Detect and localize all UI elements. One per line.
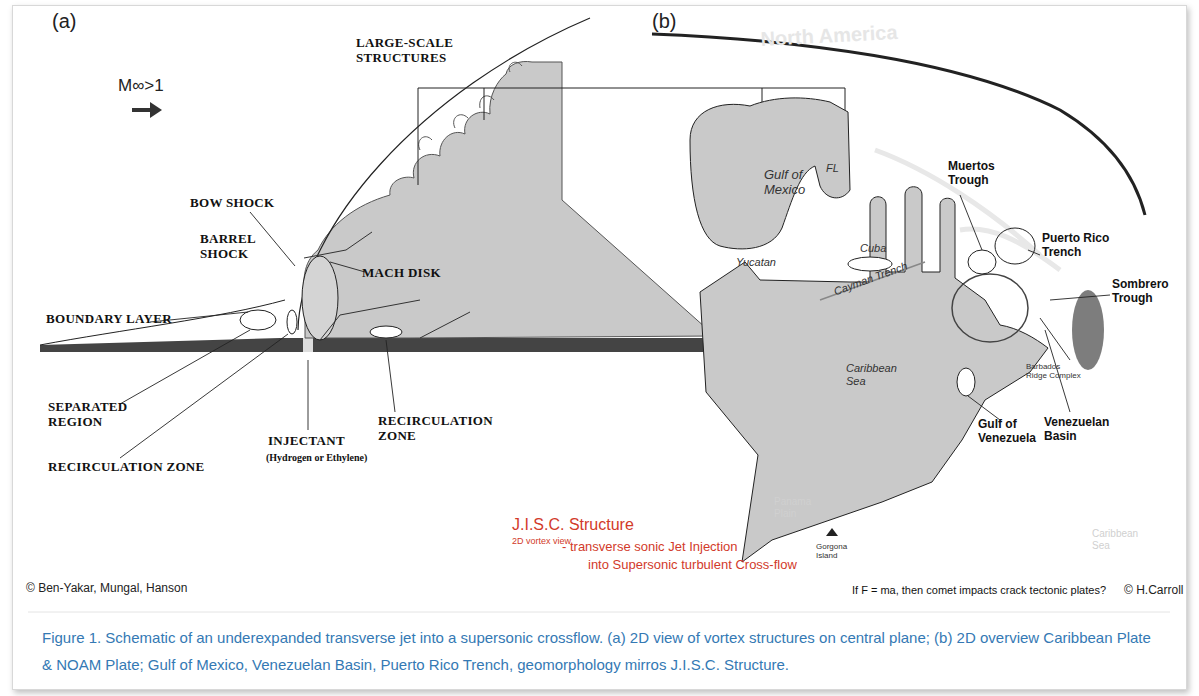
map-label: Caribbean Sea: [846, 362, 896, 387]
map-leaders: [960, 195, 1110, 420]
injectant-note: (Hydrogen or Ethylene): [266, 452, 367, 464]
flow-arrow: [132, 102, 162, 118]
vortex-curls: [419, 62, 522, 150]
map-label: Muertos Trough: [948, 160, 1008, 188]
map-label: Gulf of Mexico: [764, 168, 824, 198]
zone-label: RECIRCULATION ZONE: [48, 460, 205, 475]
shock-label: BARREL SHOCK: [200, 232, 280, 262]
caribbean-plate: [700, 187, 1048, 562]
disk-label: MACH DISK: [362, 266, 441, 281]
barrel-shock: [302, 256, 338, 340]
panel-letter: (a): [52, 10, 76, 33]
leader-lines: [120, 212, 395, 458]
injector-port: [303, 338, 313, 352]
map-label: Puerto Rico Trench: [1042, 232, 1112, 260]
map-label: Cuba: [860, 242, 886, 255]
copyright: © H.Carroll: [1124, 584, 1184, 598]
gorgona-marker: [826, 528, 838, 536]
map-label: Caribbean Sea: [1092, 528, 1142, 551]
flow-mach: M∞>1: [118, 76, 164, 96]
venezuelan-basin-ring: [952, 274, 1028, 342]
region-label: SEPARATED REGION: [48, 400, 138, 430]
jisc-title: J.I.S.C. Structure: [512, 516, 634, 534]
panel-letter: (b): [652, 10, 676, 33]
jet-plume: [304, 62, 715, 339]
mach-disk: [304, 232, 470, 340]
caption-rule: [28, 612, 1170, 613]
recirculation-zone: [370, 326, 402, 338]
barbados-ridge: [1072, 290, 1104, 370]
map-label: Sombrero Trough: [1112, 278, 1182, 306]
map-label: Venezuelan Basin: [1044, 416, 1114, 444]
injectant-label: INJECTANT: [268, 434, 345, 449]
copyright: © Ben-Yakar, Mungal, Hanson: [26, 582, 187, 596]
recirculation-zone-upstream: [287, 310, 297, 334]
map-label: Panama Plain: [774, 496, 824, 519]
map-label: Yucatan: [736, 256, 776, 269]
map-label: Gorgona Island: [816, 542, 860, 560]
map-label: Gulf of Venezuela: [978, 418, 1048, 446]
bow-shock: [298, 18, 590, 330]
layer-label: BOUNDARY LAYER: [46, 312, 172, 327]
boundary-layer: [40, 300, 285, 345]
gulf-of-venezuela-shape: [957, 368, 975, 396]
plate: [40, 338, 720, 352]
puerto-rico-trench-ring: [995, 228, 1035, 264]
jisc-note: - transverse sonic Jet Injection: [562, 540, 738, 555]
map-label: Barbados Ridge Complex: [1026, 362, 1082, 380]
figure-caption: Figure 1. Schematic of an underexpanded …: [42, 624, 1162, 678]
structure-label: LARGE-SCALE STRUCTURES: [356, 36, 476, 66]
gulf-of-mexico: [690, 98, 850, 249]
shock-label: BOW SHOCK: [190, 196, 274, 211]
separated-region: [240, 310, 276, 330]
jisc-note: into Supersonic turbulent Cross-flow: [588, 558, 797, 573]
muertos-trough-ring: [968, 250, 996, 274]
question-note: If F = ma, then comet impacts crack tect…: [852, 584, 1106, 597]
zone-label: RECIRCULATION ZONE: [378, 414, 478, 444]
map-label: FL: [826, 162, 839, 175]
